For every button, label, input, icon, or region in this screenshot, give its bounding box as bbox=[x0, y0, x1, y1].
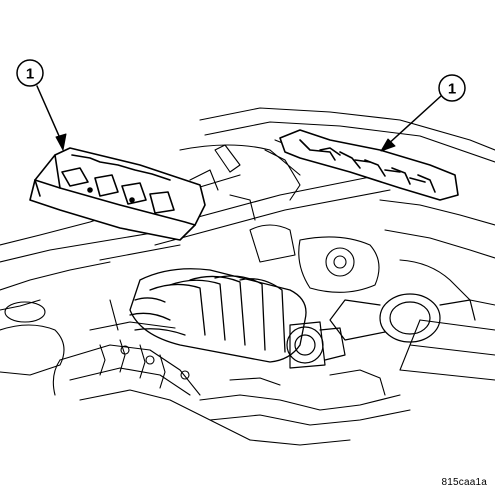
throttle-body bbox=[286, 321, 346, 369]
lower-engine bbox=[52, 299, 411, 446]
figure-code: 815caa1a bbox=[441, 477, 487, 488]
intake-manifold bbox=[129, 268, 307, 363]
engine-bay bbox=[0, 107, 495, 381]
left-fuel-rail-cover bbox=[29, 147, 206, 241]
callout-left: 1 bbox=[16, 59, 67, 151]
right-fuel-rail-cover bbox=[279, 129, 459, 201]
callout-number-right: 1 bbox=[448, 81, 456, 98]
air-intake bbox=[329, 293, 476, 343]
callout-number-left: 1 bbox=[26, 66, 34, 83]
callout-right: 1 bbox=[380, 74, 466, 152]
